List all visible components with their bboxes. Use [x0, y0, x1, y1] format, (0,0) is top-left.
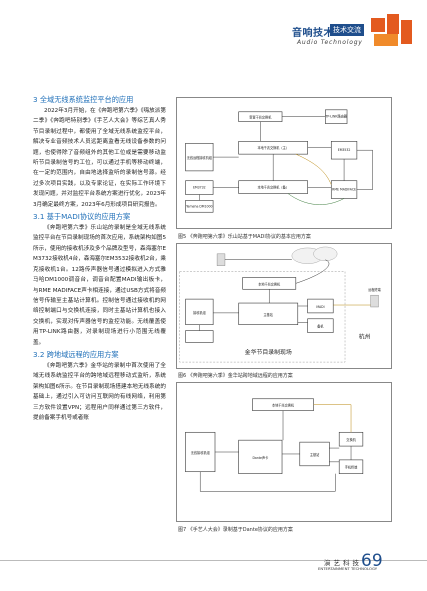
diagram-box: [185, 330, 214, 343]
box-label: 无线接收机组: [191, 450, 210, 455]
phone-icon: [370, 294, 379, 308]
box-label: Yamaha DM1000: [186, 204, 212, 208]
section-tag: 技术交流: [330, 24, 364, 36]
box-label: 远程终端: [368, 287, 381, 292]
section-heading: 3.2 跨地域远程的应用方案: [33, 349, 119, 359]
section-heading: 3.1 基于MADI协议的应用方案: [33, 212, 131, 222]
figure-5-diagram: 新置干兆交换机 无线远程接收机组 本地千兆交换机（主） 本地千兆交换机（备） T…: [176, 97, 392, 229]
magazine-english-title: Audio Technology: [297, 39, 363, 46]
box-label: 接收机组: [193, 310, 206, 315]
box-label: RME MADIFACE: [332, 188, 356, 192]
box-label: 新置干兆交换机: [249, 115, 272, 120]
footer-magazine-english: ENTERTAINMENT TECHNOLOGY: [318, 566, 378, 571]
diagram-box: [238, 439, 283, 474]
section-paragraph: 《奔跑吧第六季》金华站的录制中首次使用了全域无线系统监控平台的跨地域远程移动式监…: [33, 362, 166, 421]
figure-5-caption: 图5 《奔跑吧第六季》乐山站基于MADI协议的基本应用方案: [178, 234, 311, 240]
remote-site-label: 杭州: [359, 332, 371, 340]
diagram-box: [238, 302, 299, 325]
box-label: Dante声卡: [252, 455, 268, 460]
box-label: 手机终端: [345, 465, 358, 470]
section-heading: 3 全域无线系统监控平台的应用: [33, 95, 134, 104]
box-label: 本地千兆交换机（主）: [257, 145, 288, 150]
phone-icon: [216, 253, 226, 266]
site-label: 金华节目录制现场: [245, 348, 292, 356]
figure-7-caption: 图7 《手艺人大会》录制基于Dante协议的应用方案: [178, 527, 293, 533]
box-label: 本地千兆交换机: [258, 281, 281, 286]
diagram-box: [185, 298, 214, 325]
box-label: 交换机: [346, 437, 356, 442]
figure-7-diagram: 本地千兆交换机 无线接收机组 Dante声卡 主基站 交换机 手机终端: [176, 382, 392, 522]
diagram-box: [238, 180, 308, 194]
box-label: EM3532: [338, 148, 351, 152]
box-label: 主基站: [310, 452, 320, 457]
diagram-box: [185, 431, 216, 473]
footer-rule: [0, 560, 427, 561]
article-column: 3 全域无线系统监控平台的应用 2022年3月开始，在《奔跑吧第六季》《嗨放派第…: [33, 93, 166, 423]
magazine-title: 音响技术: [292, 28, 334, 39]
figure-6-caption: 图6 《奔跑吧第六季》金华站跨地域远程的应用方案: [178, 373, 293, 379]
box-label: MADI: [316, 305, 324, 309]
box-label: 本地千兆交换机（备）: [257, 185, 288, 190]
section-paragraph: 2022年3月开始，在《奔跑吧第六季》《嗨放派第二季》《奔跑吧特别季》《手艺人大…: [33, 108, 166, 208]
diagram-box: [185, 143, 214, 172]
section-paragraph: 《奔跑吧第六季》乐山站的录制是全域无线系统监控平台在节目录制现场的首次应用，系统…: [33, 225, 166, 346]
box-label: 备机: [317, 324, 324, 329]
box-label: 主基站: [264, 312, 273, 317]
diagram-box: [242, 277, 297, 290]
box-label: EM3732: [193, 186, 206, 190]
footer-magazine-name: 演艺科技: [324, 559, 362, 567]
brand-logo: [371, 14, 413, 48]
box-label: 本地千兆交换机: [272, 403, 295, 408]
page-number: 69: [361, 551, 383, 571]
box-label: 无线远程接收机组: [187, 155, 212, 160]
diagram-box: [307, 318, 334, 333]
figure-6-diagram: 本地千兆交换机 远程终端 接收机组 主基站 MADI 备机 金华节目录制现场 杭…: [176, 243, 392, 369]
box-label: TP-LINK路由器: [325, 114, 348, 119]
diagram-box: [325, 109, 348, 124]
